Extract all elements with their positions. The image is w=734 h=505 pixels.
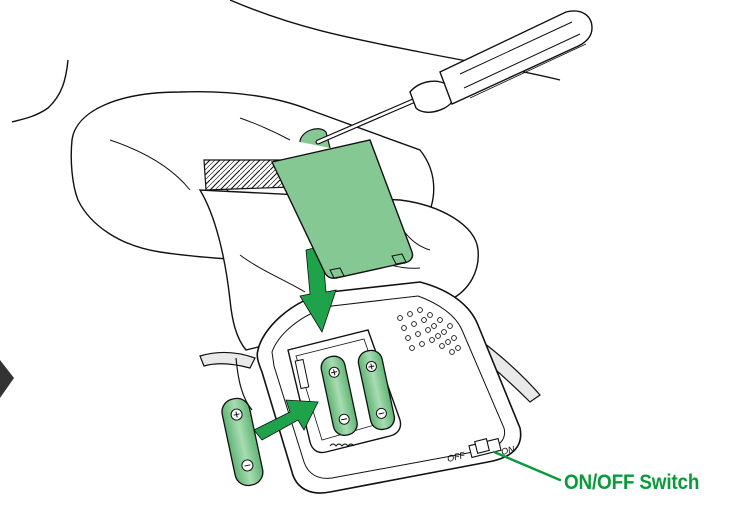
battery-icon	[220, 396, 266, 488]
edge-tab	[0, 360, 14, 398]
callout-leader	[494, 452, 560, 480]
callout-label-on-off-switch: ON/OFF Switch	[564, 471, 699, 495]
screwdriver-icon	[318, 11, 592, 142]
side-strap-left	[200, 352, 255, 368]
